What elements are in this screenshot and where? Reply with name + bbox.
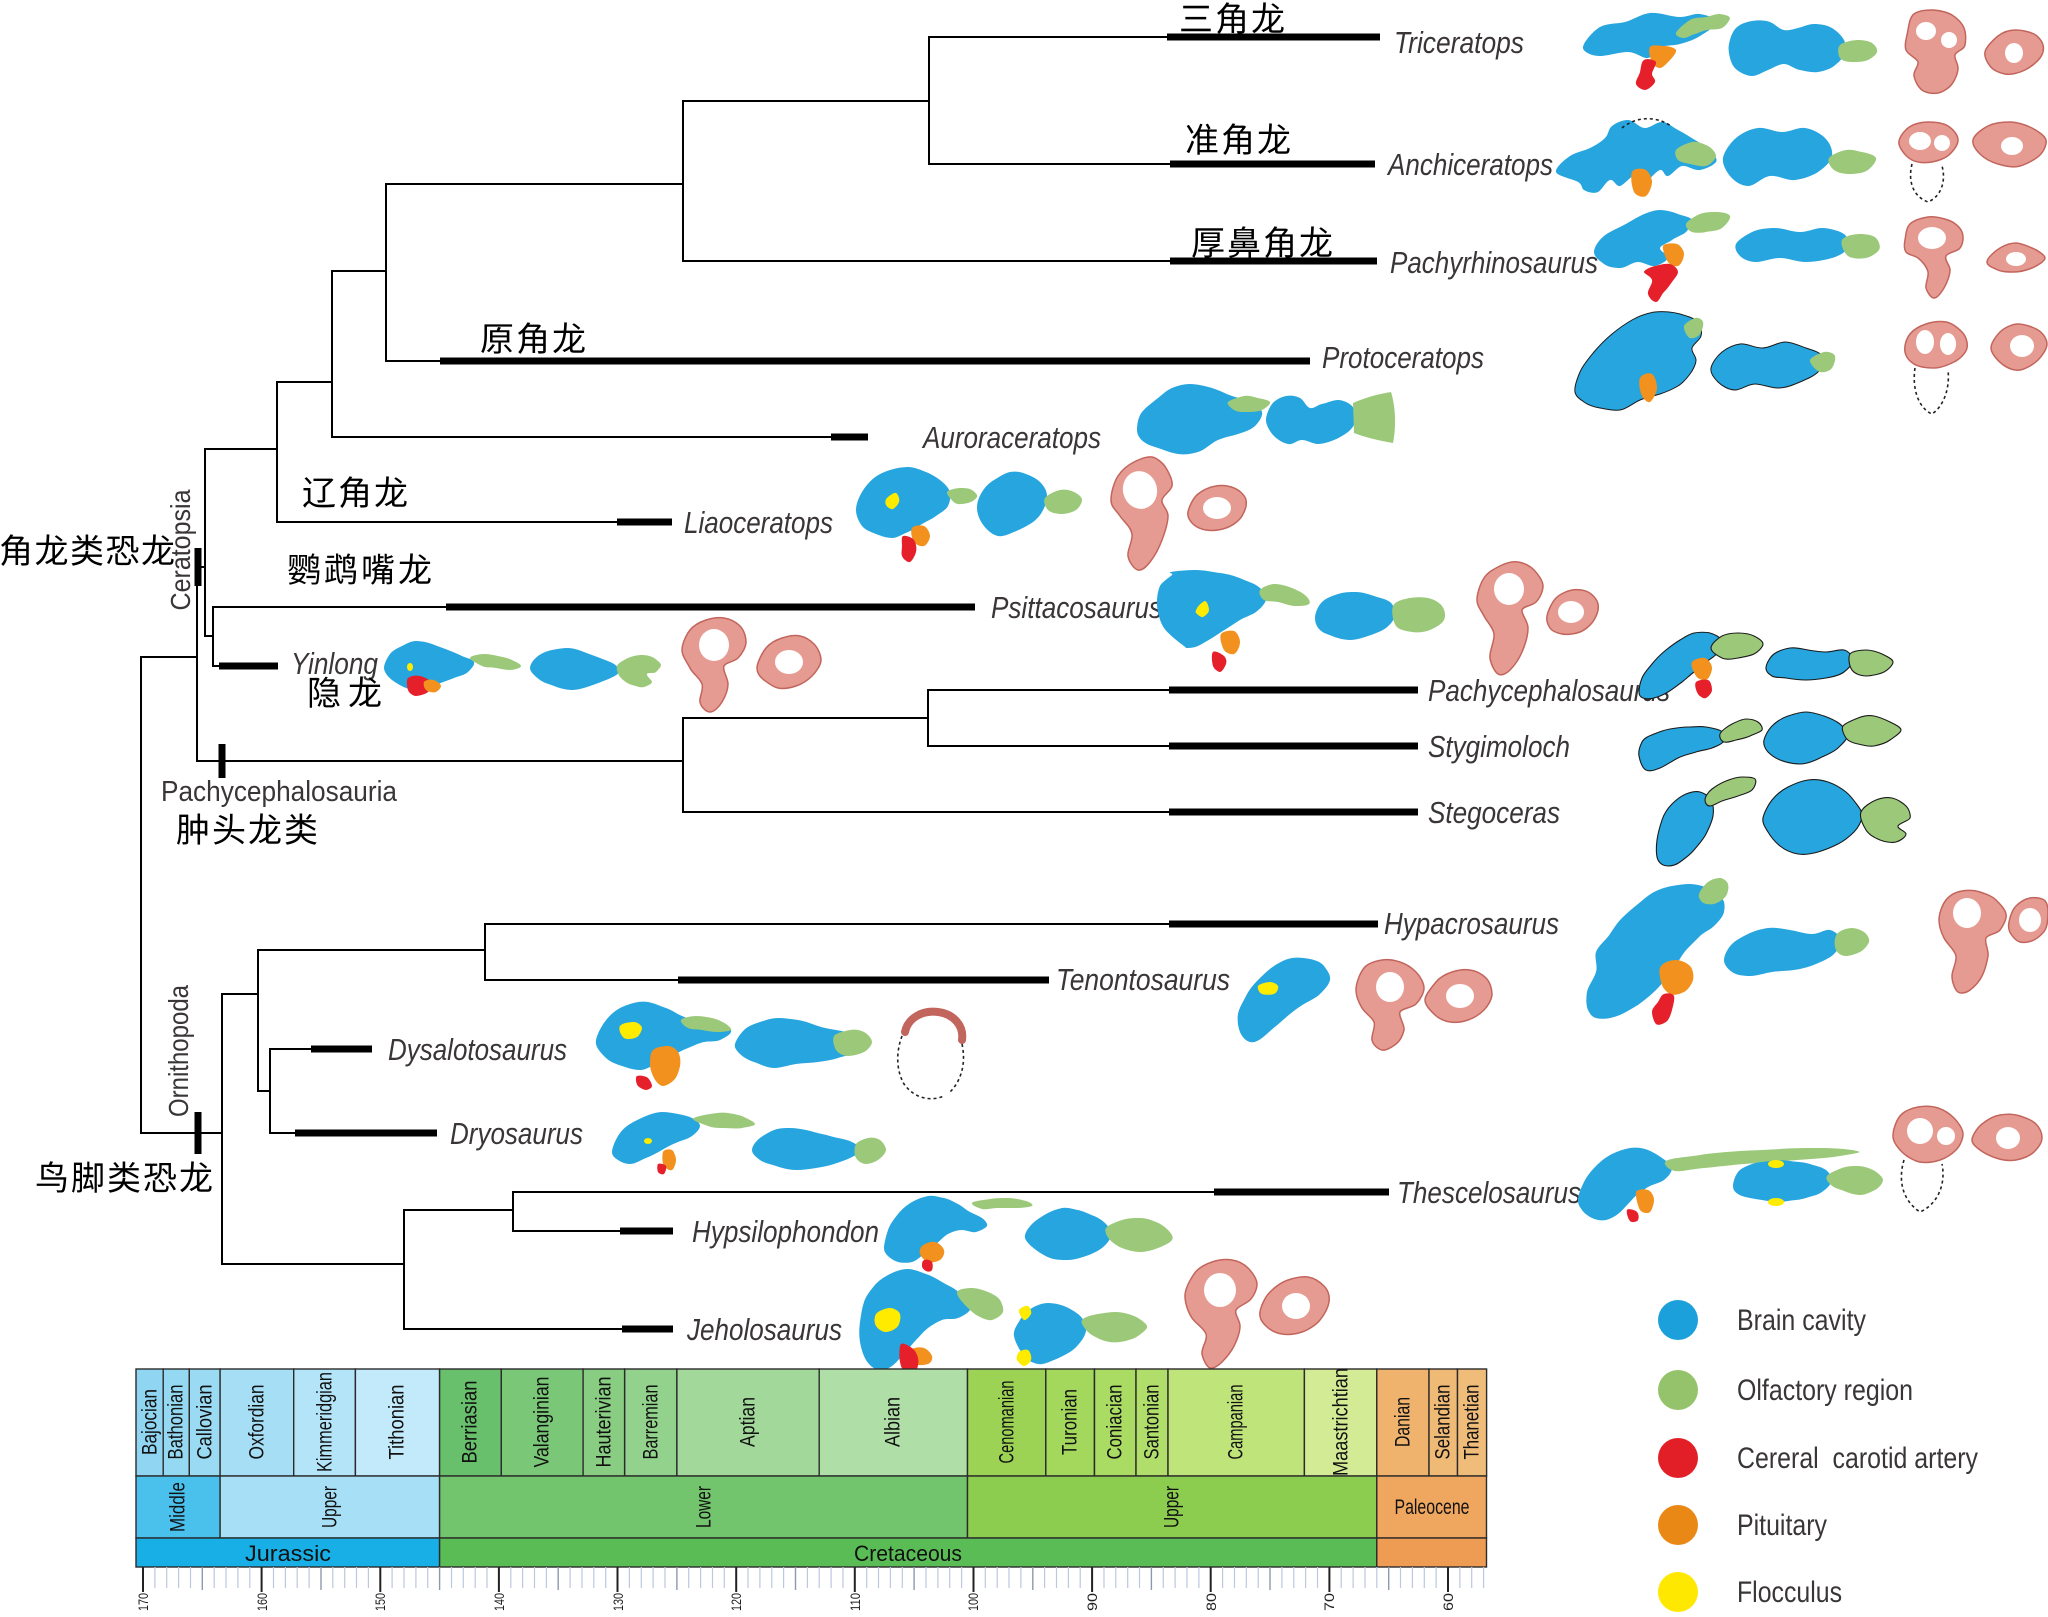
svg-text:Cereral carotid artery: Cereral carotid artery bbox=[1737, 1442, 1978, 1475]
svg-text:Dysalotosaurus: Dysalotosaurus bbox=[388, 1032, 567, 1067]
svg-text:130: 130 bbox=[610, 1593, 626, 1611]
svg-text:Tithonian: Tithonian bbox=[386, 1385, 409, 1460]
svg-text:70: 70 bbox=[1321, 1593, 1337, 1611]
svg-text:Middle: Middle bbox=[167, 1482, 190, 1532]
svg-text:140: 140 bbox=[491, 1593, 507, 1611]
svg-text:80: 80 bbox=[1203, 1593, 1219, 1611]
svg-text:Aptian: Aptian bbox=[737, 1397, 760, 1447]
svg-text:160: 160 bbox=[254, 1593, 270, 1611]
svg-text:Upper: Upper bbox=[1161, 1486, 1184, 1528]
svg-text:Kimmeridgian: Kimmeridgian bbox=[314, 1372, 337, 1472]
svg-text:Valanginian: Valanginian bbox=[531, 1377, 554, 1468]
svg-text:Jeholosaurus: Jeholosaurus bbox=[686, 1312, 842, 1347]
svg-text:Hypsilophondon: Hypsilophondon bbox=[692, 1214, 879, 1249]
svg-text:Paleocene: Paleocene bbox=[1395, 1496, 1470, 1519]
svg-text:Bathonian: Bathonian bbox=[165, 1385, 188, 1460]
svg-text:Pachyrhinosaurus: Pachyrhinosaurus bbox=[1390, 245, 1598, 280]
svg-text:Brain cavity: Brain cavity bbox=[1737, 1304, 1866, 1337]
svg-text:Thanetian: Thanetian bbox=[1461, 1385, 1484, 1460]
svg-text:Danian: Danian bbox=[1392, 1397, 1415, 1447]
svg-text:Anchiceratops: Anchiceratops bbox=[1386, 147, 1553, 182]
svg-text:Lower: Lower bbox=[693, 1486, 716, 1528]
svg-text:Pituitary: Pituitary bbox=[1737, 1509, 1827, 1542]
svg-text:Liaoceratops: Liaoceratops bbox=[684, 505, 833, 540]
svg-text:Barremian: Barremian bbox=[640, 1385, 663, 1460]
svg-text:Ceratopsia: Ceratopsia bbox=[165, 489, 196, 610]
svg-text:Hauterivian: Hauterivian bbox=[593, 1377, 616, 1468]
svg-text:170: 170 bbox=[135, 1593, 151, 1611]
svg-text:Triceratops: Triceratops bbox=[1394, 25, 1524, 60]
svg-text:90: 90 bbox=[1084, 1593, 1100, 1611]
svg-text:60: 60 bbox=[1440, 1593, 1456, 1611]
svg-text:Dryosaurus: Dryosaurus bbox=[450, 1116, 583, 1151]
svg-text:Stygimoloch: Stygimoloch bbox=[1428, 729, 1570, 764]
svg-text:Pachycephalosauria: Pachycephalosauria bbox=[161, 776, 398, 808]
svg-text:Ornithopoda: Ornithopoda bbox=[163, 985, 194, 1117]
svg-text:Coniacian: Coniacian bbox=[1104, 1385, 1127, 1460]
svg-text:Campanian: Campanian bbox=[1225, 1385, 1248, 1460]
svg-text:Cretaceous: Cretaceous bbox=[854, 1541, 962, 1566]
svg-text:Turonian: Turonian bbox=[1059, 1389, 1082, 1455]
svg-text:Tenontosaurus: Tenontosaurus bbox=[1056, 962, 1230, 997]
svg-text:120: 120 bbox=[728, 1593, 744, 1611]
svg-text:Santonian: Santonian bbox=[1141, 1385, 1164, 1460]
svg-text:Yinlong: Yinlong bbox=[291, 646, 378, 681]
svg-text:Jurassic: Jurassic bbox=[245, 1541, 331, 1566]
svg-text:Psittacosaurus: Psittacosaurus bbox=[991, 590, 1162, 625]
svg-text:Oxfordian: Oxfordian bbox=[246, 1385, 269, 1460]
svg-text:100: 100 bbox=[965, 1593, 981, 1611]
svg-text:Albian: Albian bbox=[882, 1397, 905, 1447]
svg-text:Protoceratops: Protoceratops bbox=[1322, 340, 1484, 375]
svg-text:Pachycephalosaurus: Pachycephalosaurus bbox=[1428, 673, 1670, 708]
svg-text:Flocculus: Flocculus bbox=[1737, 1576, 1842, 1609]
svg-text:150: 150 bbox=[372, 1593, 388, 1611]
svg-text:Maastrichtian: Maastrichtian bbox=[1330, 1368, 1353, 1476]
svg-text:Upper: Upper bbox=[319, 1486, 342, 1528]
svg-text:Berriasian: Berriasian bbox=[459, 1381, 482, 1464]
svg-text:110: 110 bbox=[847, 1593, 863, 1611]
svg-text:Hypacrosaurus: Hypacrosaurus bbox=[1384, 906, 1559, 941]
svg-text:Thescelosaurus: Thescelosaurus bbox=[1397, 1175, 1581, 1210]
svg-text:Selandian: Selandian bbox=[1432, 1385, 1455, 1460]
svg-text:Callovian: Callovian bbox=[194, 1385, 217, 1460]
svg-text:Auroraceratops: Auroraceratops bbox=[921, 420, 1101, 455]
svg-text:Bajocian: Bajocian bbox=[139, 1389, 162, 1455]
svg-text:Olfactory region: Olfactory region bbox=[1737, 1374, 1913, 1407]
svg-text:Stegoceras: Stegoceras bbox=[1428, 795, 1560, 830]
svg-text:Cenomanian: Cenomanian bbox=[996, 1381, 1019, 1464]
